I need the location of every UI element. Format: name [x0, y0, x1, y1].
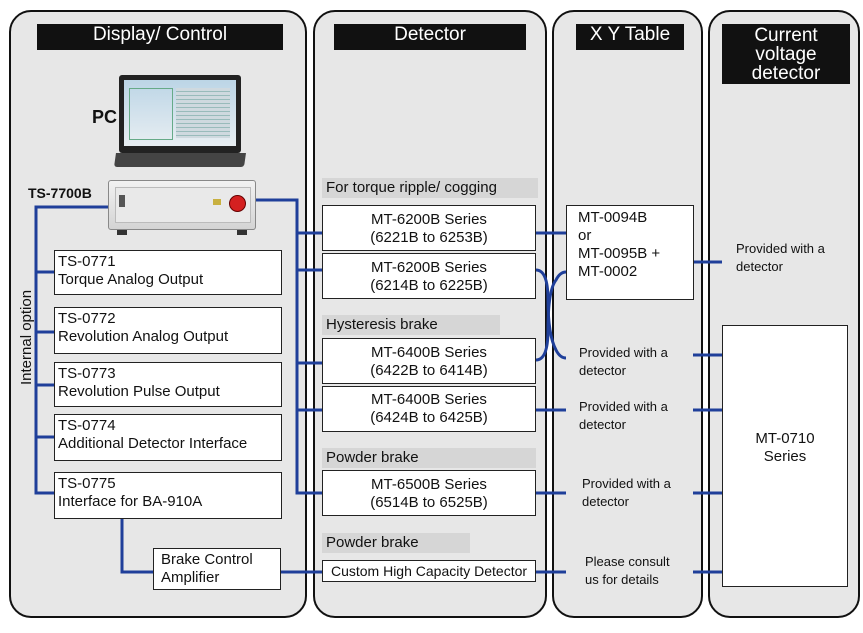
note-line: detector: [579, 417, 626, 432]
detector-series: MT-6500B Series: [371, 476, 487, 493]
option-name: Revolution Analog Output: [58, 328, 229, 345]
option-ts-0773: TS-0773 Revolution Pulse Output: [54, 362, 282, 407]
unit-panel: [115, 187, 251, 223]
note-line: us for details: [585, 572, 659, 587]
mt0710-line: MT-0710: [755, 430, 815, 447]
detector-series: MT-6400B Series: [371, 344, 487, 361]
option-code: TS-0775: [58, 475, 116, 492]
detector-range: (6422B to 6414B): [370, 362, 488, 379]
detector-mt-6200b-2: MT-6200B Series (6214B to 6225B): [322, 253, 536, 299]
xy-line: or: [578, 227, 592, 244]
section-hysteresis-brake: Hysteresis brake: [322, 315, 500, 335]
detector-series: MT-6200B Series: [371, 259, 487, 276]
xy-note-4: Please consult us for details: [585, 553, 670, 589]
indicator-icon: [213, 199, 221, 205]
detector-mt-6400b-2: MT-6400B Series (6424B to 6425B): [322, 386, 536, 432]
xy-note-2: Provided with a detector: [579, 398, 668, 434]
section-powder-brake-1: Powder brake: [322, 448, 536, 468]
power-switch-icon: [119, 195, 125, 207]
option-ts-0771: TS-0771 Torque Analog Output: [54, 250, 282, 295]
note-line: Provided with a: [579, 399, 668, 414]
xy-note-3: Provided with a detector: [582, 475, 671, 511]
detector-mt-6200b-1: MT-6200B Series (6221B to 6253B): [322, 205, 536, 251]
note-line: Provided with a: [736, 241, 825, 256]
option-ts-0772: TS-0772 Revolution Analog Output: [54, 307, 282, 354]
section-torque-ripple: For torque ripple/ cogging: [322, 178, 538, 198]
section-powder-brake-2: Powder brake: [322, 533, 470, 553]
ts-7700b-label: TS-7700B: [28, 185, 92, 201]
ts-7700b-unit: [108, 180, 256, 235]
custom-high-capacity-detector: Custom High Capacity Detector: [322, 560, 536, 582]
detector-column: [313, 10, 547, 618]
xy-note-1: Provided with a detector: [579, 344, 668, 380]
header-line: voltage: [755, 44, 817, 65]
mt0710-line: Series: [763, 448, 807, 465]
xy-table-box: MT-0094B or MT-0095B + MT-0002: [566, 205, 694, 300]
xy-table-column: [552, 10, 703, 618]
internal-option-label: Internal option: [18, 289, 35, 385]
note-line: Provided with a: [582, 476, 671, 491]
option-ts-0775: TS-0775 Interface for BA-910A: [54, 472, 282, 519]
detector-series: MT-6400B Series: [371, 391, 487, 408]
note-line: detector: [579, 363, 626, 378]
amp-line: Brake Control: [161, 551, 253, 568]
option-code: TS-0772: [58, 310, 116, 327]
xy-line: MT-0002: [578, 263, 638, 280]
option-code: TS-0774: [58, 417, 116, 434]
mt-0710-series-box: MT-0710 Series: [722, 325, 848, 587]
header-line: detector: [751, 63, 821, 84]
note-line: detector: [582, 494, 629, 509]
xy-line: MT-0094B: [578, 209, 648, 226]
pc-label: PC: [92, 107, 118, 127]
option-name: Additional Detector Interface: [58, 435, 248, 452]
note-line: detector: [736, 259, 783, 274]
option-name: Torque Analog Output: [58, 271, 204, 288]
option-name: Revolution Pulse Output: [58, 383, 220, 400]
option-code: TS-0771: [58, 253, 116, 270]
brake-control-amplifier: Brake Control Amplifier: [153, 548, 281, 590]
detector-mt-6400b-1: MT-6400B Series (6422B to 6414B): [322, 338, 536, 384]
header-line: Current: [754, 25, 818, 46]
detector-range: (6214B to 6225B): [370, 277, 488, 294]
detector-series: MT-6200B Series: [371, 211, 487, 228]
detector-range: (6514B to 6525B): [370, 494, 488, 511]
option-code: TS-0773: [58, 365, 116, 382]
header-current-voltage: Current voltage detector: [722, 24, 850, 84]
note-line: Provided with a: [579, 345, 668, 360]
xy-line: MT-0095B +: [578, 245, 661, 262]
option-ts-0774: TS-0774 Additional Detector Interface: [54, 414, 282, 461]
option-name: Interface for BA-910A: [58, 493, 203, 510]
header-display-control: Display/ Control: [37, 24, 283, 50]
laptop-icon: [114, 75, 246, 175]
amp-line: Amplifier: [161, 569, 220, 586]
header-detector: Detector: [334, 24, 526, 50]
detector-mt-6500b: MT-6500B Series (6514B to 6525B): [322, 470, 536, 516]
note-line: Please consult: [585, 554, 670, 569]
detector-range: (6424B to 6425B): [370, 409, 488, 426]
current-note: Provided with a detector: [736, 240, 825, 276]
header-xy-table: X Y Table: [576, 24, 684, 50]
red-button-icon: [229, 195, 246, 212]
detector-range: (6221B to 6253B): [370, 229, 488, 246]
